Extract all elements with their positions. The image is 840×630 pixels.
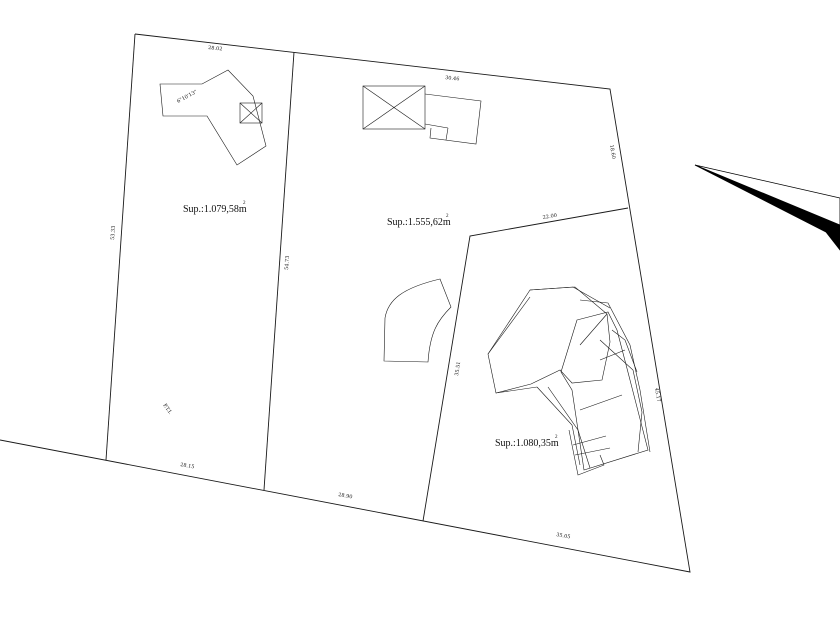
inner-right-plot-boundary xyxy=(422,207,629,522)
middle-plot-curved-structure xyxy=(383,278,452,363)
dim-right-side: 45.17 xyxy=(653,387,661,402)
dim-middle-top: 30.46 xyxy=(445,75,460,82)
dim-divider-1: 54.73 xyxy=(284,255,291,270)
dim-inner-left: 35.51 xyxy=(454,361,462,376)
dim-left-bottom: 28.15 xyxy=(180,462,195,470)
area-superscript-left: 2 xyxy=(243,201,246,206)
dim-middle-bottom: 28.90 xyxy=(338,492,353,500)
outer-boundary xyxy=(0,33,691,573)
dim-inner-top: 22.00 xyxy=(542,213,557,221)
dim-left-side: 53.33 xyxy=(110,225,117,240)
house-angle-note: 6"10'13" xyxy=(176,89,198,105)
area-label-left: Sup.:1.079,58m xyxy=(183,204,247,215)
left-boundary xyxy=(105,33,136,461)
area-label-middle: Sup.:1.555,62m xyxy=(387,217,451,228)
north-arrow-icon xyxy=(694,164,840,251)
right-plot-building xyxy=(487,286,651,476)
dim-right-upper: 18.60 xyxy=(608,144,616,159)
parcel-boundaries xyxy=(0,33,691,573)
area-label-right: Sup.:1.080,35m xyxy=(495,438,559,449)
area-superscript-right: 2 xyxy=(555,435,558,440)
middle-plot-building-top xyxy=(362,85,482,145)
point-note: P.T.I. xyxy=(161,403,173,416)
dim-left-top: 28.02 xyxy=(208,45,223,52)
divider-left-middle xyxy=(263,51,295,491)
dim-right-bottom: 35.05 xyxy=(556,532,571,540)
left-plot-building xyxy=(159,69,267,166)
area-superscript-middle: 2 xyxy=(446,214,449,219)
